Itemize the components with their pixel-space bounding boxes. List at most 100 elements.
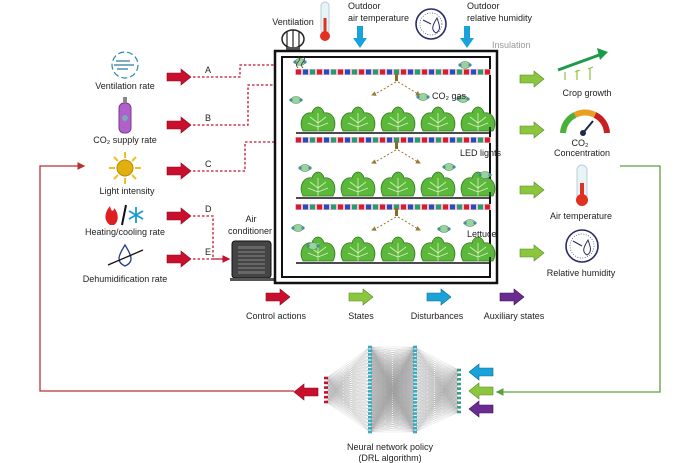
nn-edge (325, 380, 371, 403)
nn-edge (325, 376, 371, 379)
nn-edge (325, 397, 371, 433)
nn-edge (414, 383, 460, 410)
nn-node (324, 400, 328, 404)
nn-edge (414, 354, 460, 371)
nn-edge (414, 365, 460, 375)
hygrometer-icon (565, 229, 599, 263)
nn-edge (414, 383, 460, 418)
thermometer-icon (576, 164, 588, 206)
nn-node (413, 393, 417, 397)
nn-edge (414, 369, 460, 380)
legend-swatch-disturbances (426, 288, 452, 306)
disturbance-arrow-rh (460, 26, 474, 48)
nn-edge (369, 346, 416, 433)
nn-node (324, 386, 328, 389)
nn-edge (414, 369, 460, 433)
nn-node (368, 430, 372, 434)
nn-node (368, 408, 372, 412)
nn-edge (369, 354, 416, 433)
nn-edge (325, 377, 371, 381)
nn-edge (325, 358, 371, 388)
gas-cylinder-icon (118, 97, 132, 134)
outdoor-air-temp-label-2: air temperature (348, 13, 409, 23)
nn-edge (369, 358, 416, 433)
nn-edge (325, 361, 371, 388)
nn-edge (325, 376, 371, 398)
outdoor-thermometer-icon (320, 1, 330, 41)
nn-edge (414, 402, 460, 433)
nn-edge (414, 388, 460, 418)
nn-edge (414, 379, 460, 403)
nn-edge (414, 383, 460, 396)
nn-node (457, 378, 461, 381)
nn-edge (369, 409, 416, 433)
nn-edge (414, 374, 460, 429)
nn-edge (369, 391, 416, 433)
nn-edge (414, 346, 460, 371)
nn-edge (414, 358, 460, 371)
nn-edge (325, 372, 371, 403)
state-label-co2-2: Concentration (554, 148, 610, 158)
nn-edge (325, 354, 371, 393)
nn-edge (325, 376, 371, 388)
control-letter: E (205, 247, 211, 257)
nn-edge (414, 379, 460, 433)
nn-edge (414, 376, 460, 380)
nn-edge (325, 350, 371, 379)
nn-edge (325, 354, 371, 379)
nn-edge (325, 361, 371, 393)
nn-edge (414, 379, 460, 385)
nn-node (457, 392, 461, 395)
state-arrow (519, 181, 545, 199)
nn-edge (369, 346, 416, 388)
nn-edge (414, 374, 460, 414)
nn-node (368, 371, 372, 375)
nn-node (413, 412, 417, 415)
nn-edge (414, 379, 460, 418)
nn-edge (325, 383, 371, 403)
legend-swatch-auxiliary (499, 288, 525, 306)
nn-edge (325, 401, 371, 407)
nn-edge (369, 346, 416, 385)
nn-edge (325, 361, 371, 403)
nn-node (413, 423, 417, 426)
nn-edge (325, 382, 371, 392)
nn-edge (325, 376, 371, 393)
nn-edge (414, 383, 460, 403)
nn-node (413, 427, 417, 430)
nn-edge (414, 374, 460, 421)
state-label-air-temperature: Air temperature (550, 211, 612, 221)
nn-edge (414, 350, 460, 380)
nn-edge (414, 411, 460, 433)
nn-edge (414, 374, 460, 392)
nn-edge (414, 383, 460, 433)
nn-edge (325, 397, 371, 429)
nn-edge (369, 380, 416, 433)
nn-edge (325, 377, 371, 392)
nn-edge (325, 391, 371, 398)
nn-edge (369, 406, 416, 433)
nn-edge (325, 397, 371, 418)
nn-edge (369, 369, 416, 433)
control-label-ventilation: Ventilation rate (95, 81, 155, 91)
nn-node (413, 382, 417, 386)
nn-node (368, 386, 372, 389)
led-lights-label: LED lights (460, 148, 502, 158)
nn-edge (325, 387, 371, 398)
nn-node (457, 387, 461, 390)
nn-edge (414, 361, 460, 371)
nn-edge (325, 365, 371, 403)
nn-edge (414, 369, 460, 371)
nn-edge (325, 401, 371, 421)
shelf (296, 257, 491, 264)
nn-edge (414, 372, 460, 375)
led-strip (295, 137, 491, 164)
state-arrow (519, 70, 545, 88)
outdoor-hygrometer-icon (415, 8, 447, 40)
legend-label-states: States (348, 311, 374, 321)
nn-node (324, 391, 328, 394)
led-strip (295, 204, 491, 231)
nn-node (368, 356, 372, 360)
nn-edge (414, 369, 460, 392)
nn-edge (414, 383, 460, 421)
